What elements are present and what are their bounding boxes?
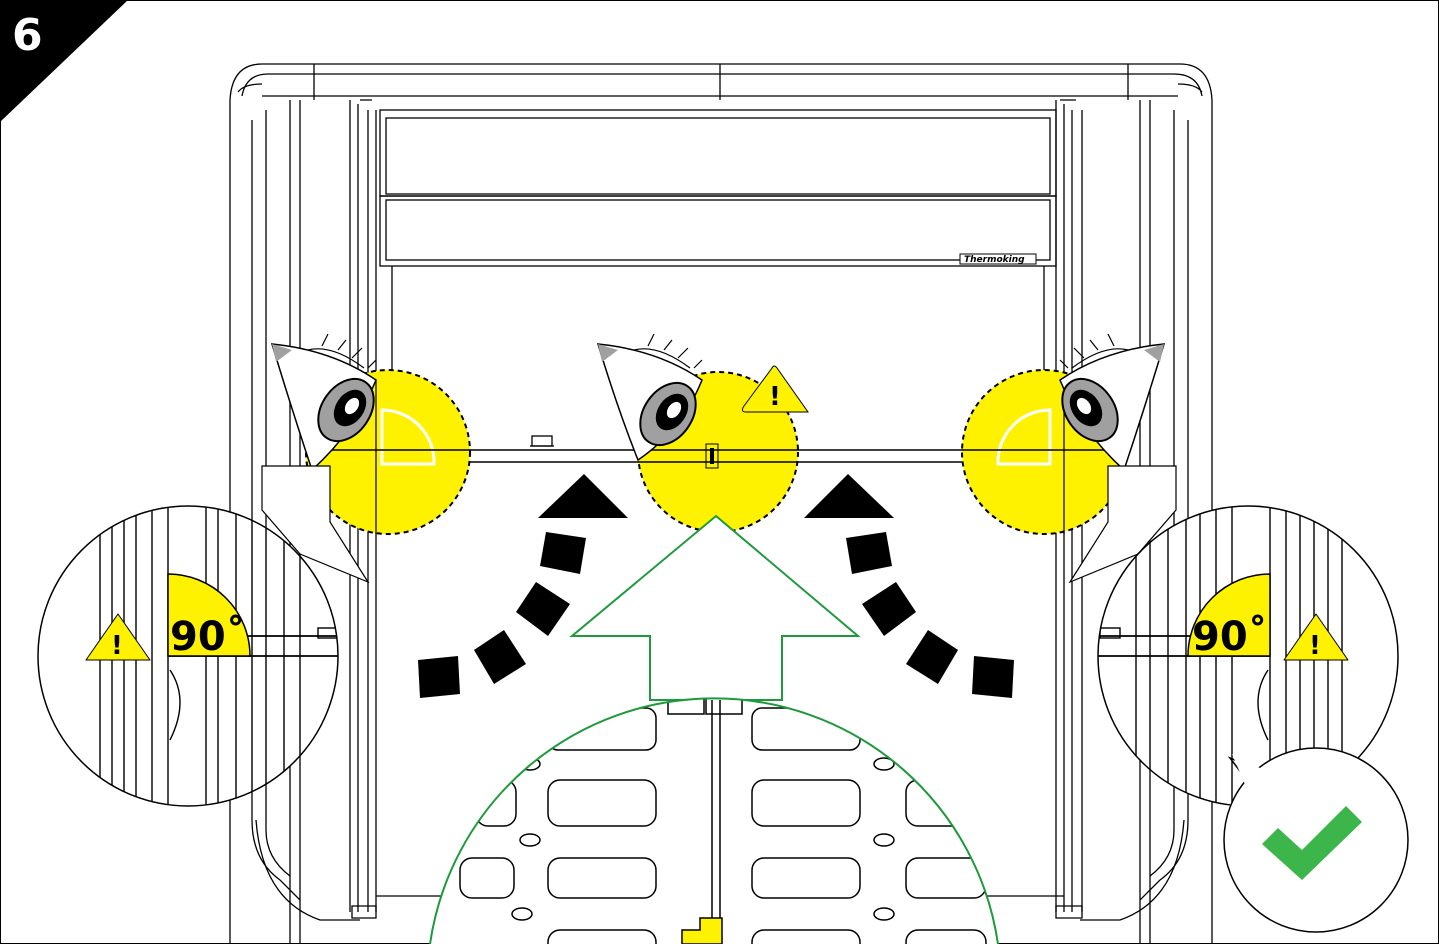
warning-symbol-left: !: [111, 631, 123, 661]
floor-detail-callout: [429, 697, 999, 944]
left-angle-callout: 90˚ !: [37, 465, 370, 807]
brand-tag: Thermoking: [959, 253, 1037, 265]
warning-symbol-right: !: [1309, 631, 1321, 661]
angle-marker-left-icon: [167, 573, 251, 657]
eye-left-icon: [270, 333, 377, 472]
step-badge: 6: [0, 0, 128, 122]
warning-triangle-left-icon: !: [85, 613, 151, 661]
right-angle-callout: 90˚ !: [1068, 465, 1399, 807]
angle-label-left: 90˚: [170, 613, 246, 660]
angle-marker-right-icon: [1187, 573, 1271, 657]
brand-label: Thermoking: [964, 255, 1025, 265]
warning-triangle-right-icon: !: [1283, 613, 1349, 661]
eye-right-icon: [1059, 333, 1166, 472]
guide-arrow-icon: [569, 514, 861, 701]
angle-label-right: 90˚: [1192, 613, 1268, 660]
confirmation-bubble: [1223, 747, 1409, 933]
curved-arrow-left-icon: [418, 474, 628, 698]
curved-arrow-right-icon: [804, 474, 1014, 698]
eye-center-icon: [596, 333, 703, 462]
warning-symbol-center: !: [769, 382, 781, 412]
checkmark-icon: [1262, 806, 1362, 880]
step-number: 6: [12, 10, 43, 61]
warning-triangle-center-icon: !: [741, 365, 809, 413]
